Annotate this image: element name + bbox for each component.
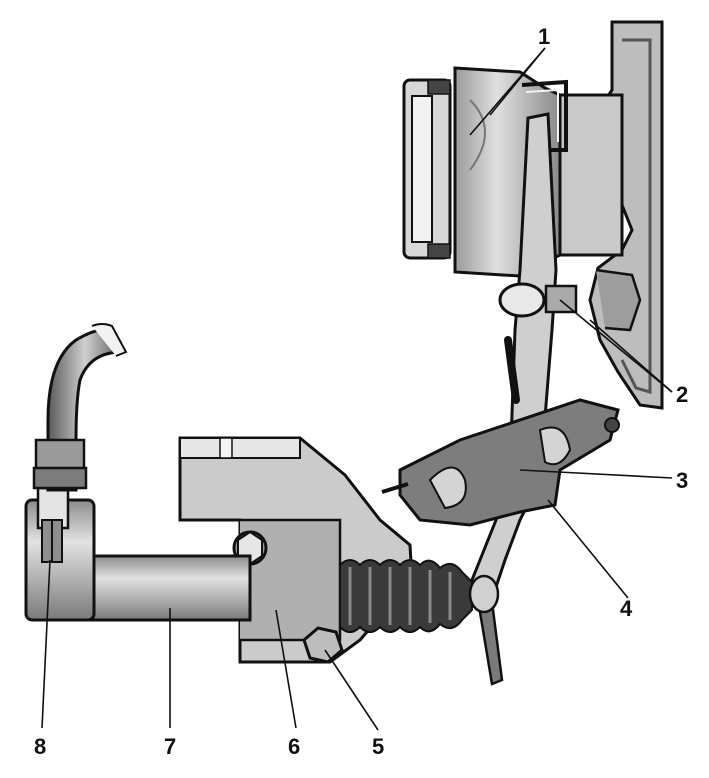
bleeder-fitting [24,486,96,622]
leader-1b [469,47,546,136]
callout-3: 3 [676,468,688,493]
leader-3 [519,469,673,479]
hydraulic-hose [32,323,128,492]
rubber-boot [339,559,500,633]
callout-2: 2 [676,382,688,407]
leader-8 [41,559,51,729]
leader-lines [41,47,673,731]
callout-4: 4 [620,596,633,621]
callout-labels: 1 2 3 4 5 6 7 8 [34,24,688,759]
leader-4 [547,499,629,599]
mounting-nut [302,626,344,664]
release-bearing [402,66,624,278]
leader-5 [324,649,379,731]
callout-5: 5 [372,734,384,759]
callout-8: 8 [34,734,46,759]
fork-support-bracket [381,398,620,527]
callout-6: 6 [288,734,300,759]
callout-1: 1 [538,24,550,49]
callout-7: 7 [164,734,176,759]
leader-6 [275,609,297,729]
leader-2b [589,319,673,393]
